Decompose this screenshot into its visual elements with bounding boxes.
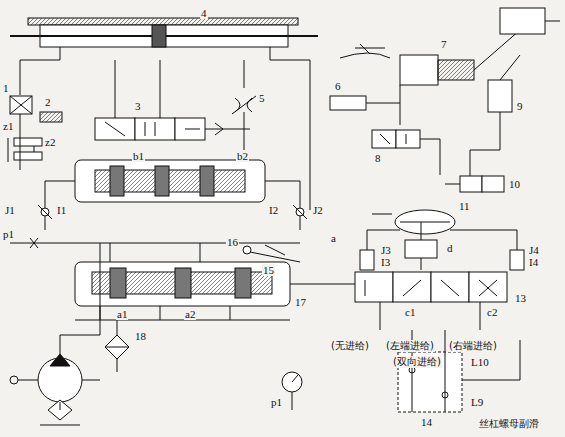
part-label: c1 [404,306,416,318]
callout-number: 8 [374,152,382,164]
part-label: (双向进给) [392,356,442,368]
part-label: z2 [44,136,56,148]
part-label: J1 [4,204,16,216]
part-label: p1 [2,228,15,240]
part-label: b1 [132,150,145,162]
part-label: I1 [56,204,67,216]
part-label: d [446,242,454,254]
callout-number: 14 [420,416,433,428]
callout-number: 13 [514,292,527,304]
callout-number: 6 [334,80,342,92]
callout-number: 3 [134,100,142,112]
part-label: a2 [184,308,196,320]
part-label: b2 [236,150,249,162]
callout-number: 18 [134,330,147,342]
callout-number: 9 [516,100,524,112]
part-label: 丝杠螺母副滑 [478,418,540,430]
callout-number: 1 [2,82,10,94]
part-label: (左端进给) [385,340,435,352]
callout-number: 4 [200,7,208,19]
callout-number: 7 [440,38,448,50]
callout-number: 17 [294,296,307,308]
part-label: L9 [470,396,484,408]
callout-number: 2 [44,96,52,108]
part-label: I2 [268,204,279,216]
part-label: I4 [528,256,539,268]
callout-number: 10 [508,178,521,190]
part-label: p1 [270,396,283,408]
part-label: c2 [486,306,498,318]
callout-number: 5 [258,92,266,104]
part-label: a1 [116,308,128,320]
part-label: z1 [2,120,14,132]
part-label: I3 [380,256,391,268]
part-label: J2 [312,204,324,216]
callout-number: 16 [226,236,239,248]
part-label: (无进给) [330,340,370,352]
callout-number: 15 [262,264,275,276]
part-label: J4 [528,244,540,256]
part-label: J3 [380,244,392,256]
part-label: a [330,232,337,244]
callout-number: 11 [458,200,471,212]
part-label: (右端进给) [448,340,498,352]
part-label: L10 [470,356,490,368]
